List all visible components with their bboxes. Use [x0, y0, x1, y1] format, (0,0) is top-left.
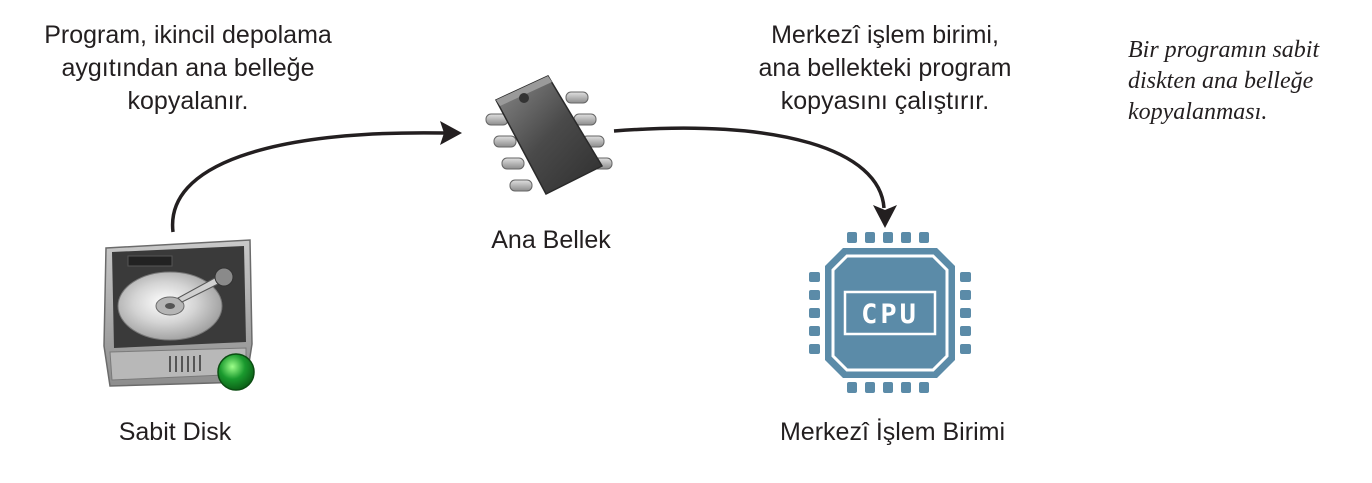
arrow-disk-to-memory-head — [440, 121, 462, 145]
caption-copy-line-2: aygıtından ana belleğe — [61, 54, 315, 82]
label-cpu: Merkezî İşlem Birimi — [779, 418, 1005, 446]
label-memory: Ana Bellek — [491, 226, 611, 254]
caption-cpu-line-1: Merkezî işlem birimi, — [771, 21, 999, 49]
caption-cpu-line-3: kopyasını çalıştırır. — [780, 87, 990, 115]
figure-side-note: Bir programın sabit diskten ana belleğe … — [1128, 35, 1319, 128]
disk-led-icon — [217, 353, 255, 391]
caption-copy-line-3: kopyalanır. — [127, 87, 249, 115]
side-note-line-1: Bir programın sabit — [1128, 37, 1320, 63]
arrow-disk-to-memory — [170, 131, 446, 233]
memory-chip-icon — [485, 75, 613, 195]
cpu-node: CPU — [805, 230, 975, 395]
caption-cpu-line-2: ana bellekteki program — [758, 54, 1012, 82]
arrow-memory-to-cpu-head — [873, 205, 897, 228]
caption-cpu-executes: Merkezî işlem birimi, ana bellekteki pro… — [730, 19, 1040, 118]
caption-copy-to-memory: Program, ikincil depolama aygıtından ana… — [28, 19, 348, 118]
arrow-memory-to-cpu — [613, 126, 886, 209]
cpu-chip-text: CPU — [861, 299, 919, 330]
memory-node — [482, 70, 622, 200]
side-note-line-3: kopyalanması. — [1128, 99, 1268, 125]
hard-disk-node — [100, 234, 260, 394]
caption-copy-line-1: Program, ikincil depolama — [44, 21, 332, 49]
cpu-icon: CPU — [809, 232, 971, 393]
label-hard-disk: Sabit Disk — [118, 418, 232, 446]
side-note-line-2: diskten ana belleğe — [1128, 68, 1314, 94]
hard-disk-icon — [103, 239, 255, 391]
